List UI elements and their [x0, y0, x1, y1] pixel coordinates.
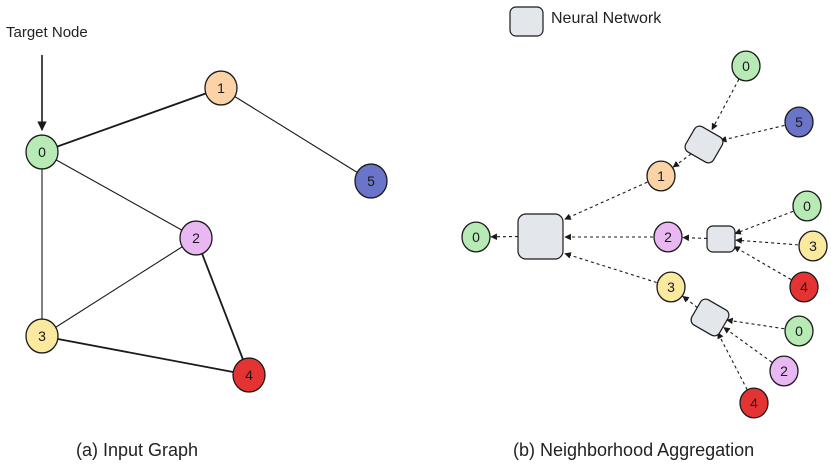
graph-edge-0-2 — [42, 152, 196, 238]
graph-node-5: 5 — [355, 164, 387, 198]
agg-edge-l2-1-0 — [712, 79, 739, 129]
agg-l1-node-2: 2 — [654, 222, 682, 252]
agg-edge-l2-2-4 — [734, 247, 791, 280]
legend-label: Neural Network — [551, 10, 661, 28]
svg-text:3: 3 — [809, 238, 817, 254]
svg-text:0: 0 — [472, 229, 480, 245]
aggregation-networks — [518, 124, 735, 338]
aggregator-2 — [707, 226, 735, 252]
agg-edge-l1-1 — [565, 182, 647, 219]
agg-l1-node-1: 1 — [647, 161, 675, 191]
aggregator-3 — [689, 297, 731, 338]
svg-text:0: 0 — [795, 323, 803, 339]
agg-edge-l2-2-0 — [735, 211, 793, 233]
agg-edge-l2-1-5 — [721, 125, 785, 140]
agg-edge-nn-1 — [673, 154, 691, 167]
agg-l1-node-3: 3 — [657, 272, 685, 302]
svg-text:2: 2 — [192, 230, 200, 246]
svg-text:1: 1 — [657, 168, 665, 184]
graph-node-4: 4 — [233, 358, 265, 392]
agg-l2-node-2-0: 0 — [793, 191, 821, 221]
target-node-label: Target Node — [6, 24, 88, 41]
svg-text:5: 5 — [367, 173, 375, 189]
agg-edge-l1-3 — [565, 254, 657, 283]
agg-l2-node-1-5: 5 — [785, 107, 813, 137]
graph-edge-3-4 — [42, 336, 249, 375]
svg-text:4: 4 — [800, 279, 808, 295]
agg-l2-node-3-4: 4 — [740, 388, 768, 418]
agg-edge-nn-2 — [683, 238, 707, 239]
agg-target-node: 0 — [462, 222, 490, 252]
graph-edge-2-3 — [42, 238, 196, 336]
svg-text:2: 2 — [780, 363, 788, 379]
agg-l2-node-3-2: 2 — [770, 356, 798, 386]
svg-text:4: 4 — [750, 395, 758, 411]
graph-node-2: 2 — [180, 221, 212, 255]
agg-edge-l2-3-2 — [724, 327, 772, 362]
svg-text:3: 3 — [38, 328, 46, 344]
svg-text:2: 2 — [664, 229, 672, 245]
svg-text:0: 0 — [803, 198, 811, 214]
graph-edge-1-5 — [221, 88, 371, 181]
agg-edge-nn-3 — [683, 296, 698, 307]
graph-node-0: 0 — [26, 135, 58, 169]
graph-node-1: 1 — [205, 71, 237, 105]
svg-text:5: 5 — [795, 114, 803, 130]
aggregator-1 — [683, 124, 725, 165]
svg-text:0: 0 — [742, 58, 750, 74]
agg-edge-l2-3-0 — [727, 320, 784, 329]
svg-text:3: 3 — [667, 279, 675, 295]
graph-node-3: 3 — [26, 319, 58, 353]
agg-l2-node-2-3: 3 — [799, 231, 827, 261]
graph-edge-2-4 — [196, 238, 249, 375]
svg-text:4: 4 — [245, 367, 253, 383]
graph-edge-0-1 — [42, 88, 221, 152]
agg-edge-l2-3-4 — [718, 333, 747, 390]
caption-input-graph: (a) Input Graph — [76, 440, 198, 461]
aggregation-nodes: 0 1 2 3 0 5 0 3 4 0 2 4 — [462, 51, 827, 418]
svg-text:0: 0 — [38, 144, 46, 160]
agg-l2-node-3-0: 0 — [785, 316, 813, 346]
svg-text:1: 1 — [217, 80, 225, 96]
aggregator-root — [518, 214, 563, 259]
agg-l2-node-1-0: 0 — [732, 51, 760, 81]
agg-edge-l2-2-3 — [736, 240, 798, 245]
caption-neighborhood-aggregation: (b) Neighborhood Aggregation — [513, 440, 754, 461]
agg-l2-node-2-4: 4 — [790, 272, 818, 302]
legend — [510, 7, 543, 36]
legend-nn-icon — [510, 7, 543, 36]
